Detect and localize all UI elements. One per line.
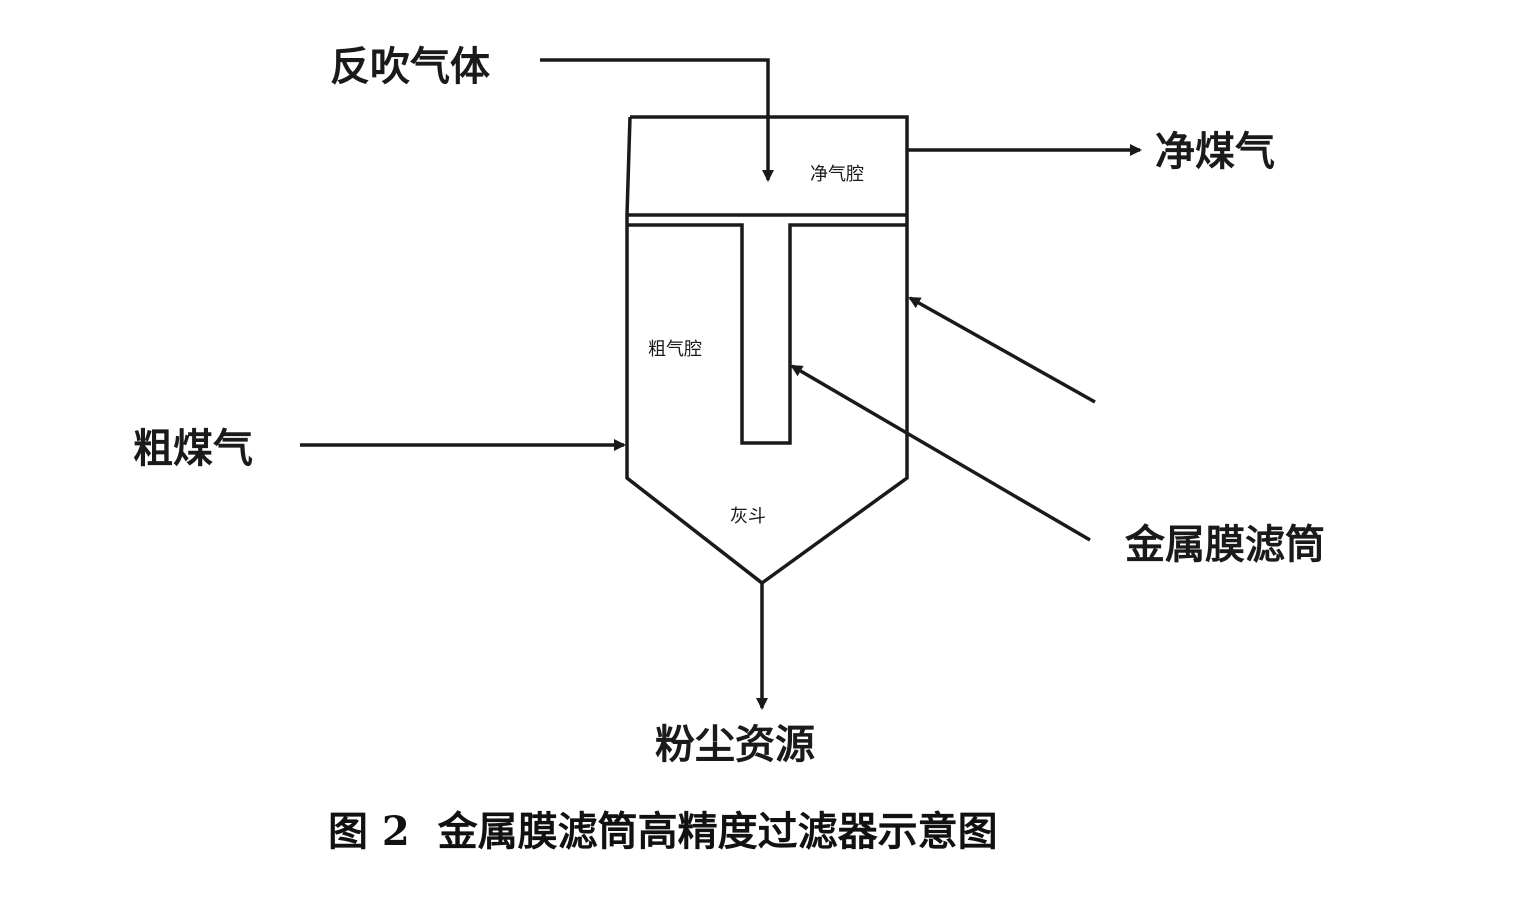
filter-tube-pointer-arrow xyxy=(790,364,1091,542)
raw-chamber-label: 粗气腔 xyxy=(648,339,702,360)
clean-chamber-label: 净气腔 xyxy=(810,164,864,185)
backflush-arrow xyxy=(540,58,774,182)
metal-membrane-filter-label: 金属膜滤筒 xyxy=(1124,522,1325,568)
clean-gas-label: 净煤气 xyxy=(1155,129,1275,175)
filter-tube xyxy=(628,223,907,445)
dust-resource-label: 粉尘资源 xyxy=(655,722,815,768)
ash-hopper-label: 灰斗 xyxy=(730,506,766,527)
raw-gas-label: 粗煤气 xyxy=(133,426,253,472)
figure-caption: 图 2 金属膜滤筒高精度过滤器示意图 xyxy=(328,808,998,855)
backflush-gas-label: 反吹气体 xyxy=(330,44,490,90)
vessel-pointer-arrow xyxy=(908,296,1096,404)
